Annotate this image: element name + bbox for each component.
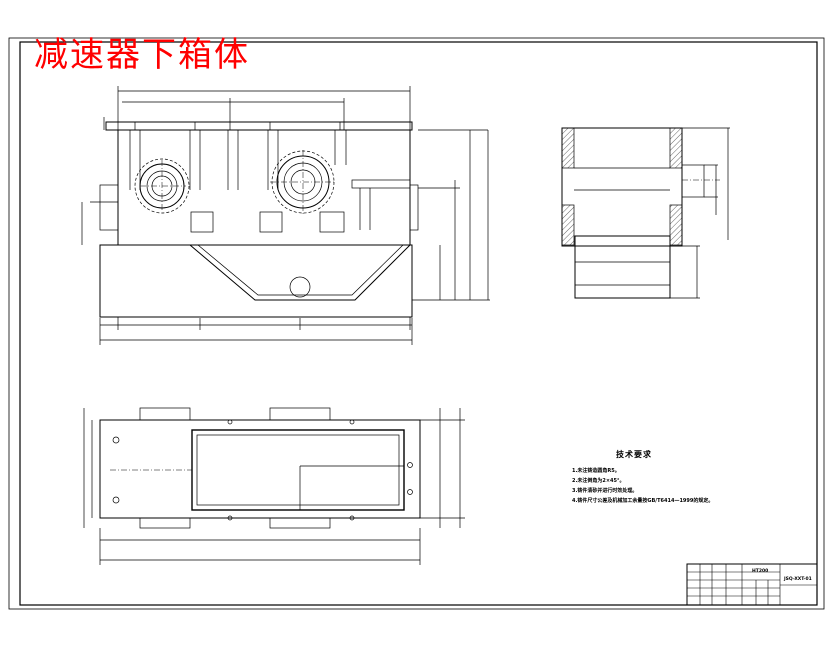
title-block-material: HT200	[752, 569, 769, 574]
drawing-title: 减速器下箱体	[34, 35, 250, 75]
note-2: 2.未注倒角为2×45°。	[572, 478, 625, 484]
front-view	[81, 86, 490, 345]
title-block-drawing-no: JSQ-XXT-01	[784, 577, 812, 582]
top-view	[83, 407, 465, 565]
note-1: 1.未注铸造圆角R5。	[572, 468, 620, 474]
technical-requirements: 技术要求 1.未注铸造圆角R5。 2.未注倒角为2×45°。 3.铸件清砂并进行…	[572, 449, 782, 506]
title-block	[686, 563, 818, 606]
note-3: 3.铸件清砂并进行时效处理。	[572, 488, 638, 494]
note-4: 4.铸件尺寸公差及机械加工余量按GB/T6414—1999的规定。	[572, 498, 714, 504]
technical-requirements-heading: 技术要求	[616, 450, 652, 459]
outer-border	[8, 37, 825, 610]
inner-border	[19, 41, 818, 606]
side-view	[561, 127, 730, 299]
